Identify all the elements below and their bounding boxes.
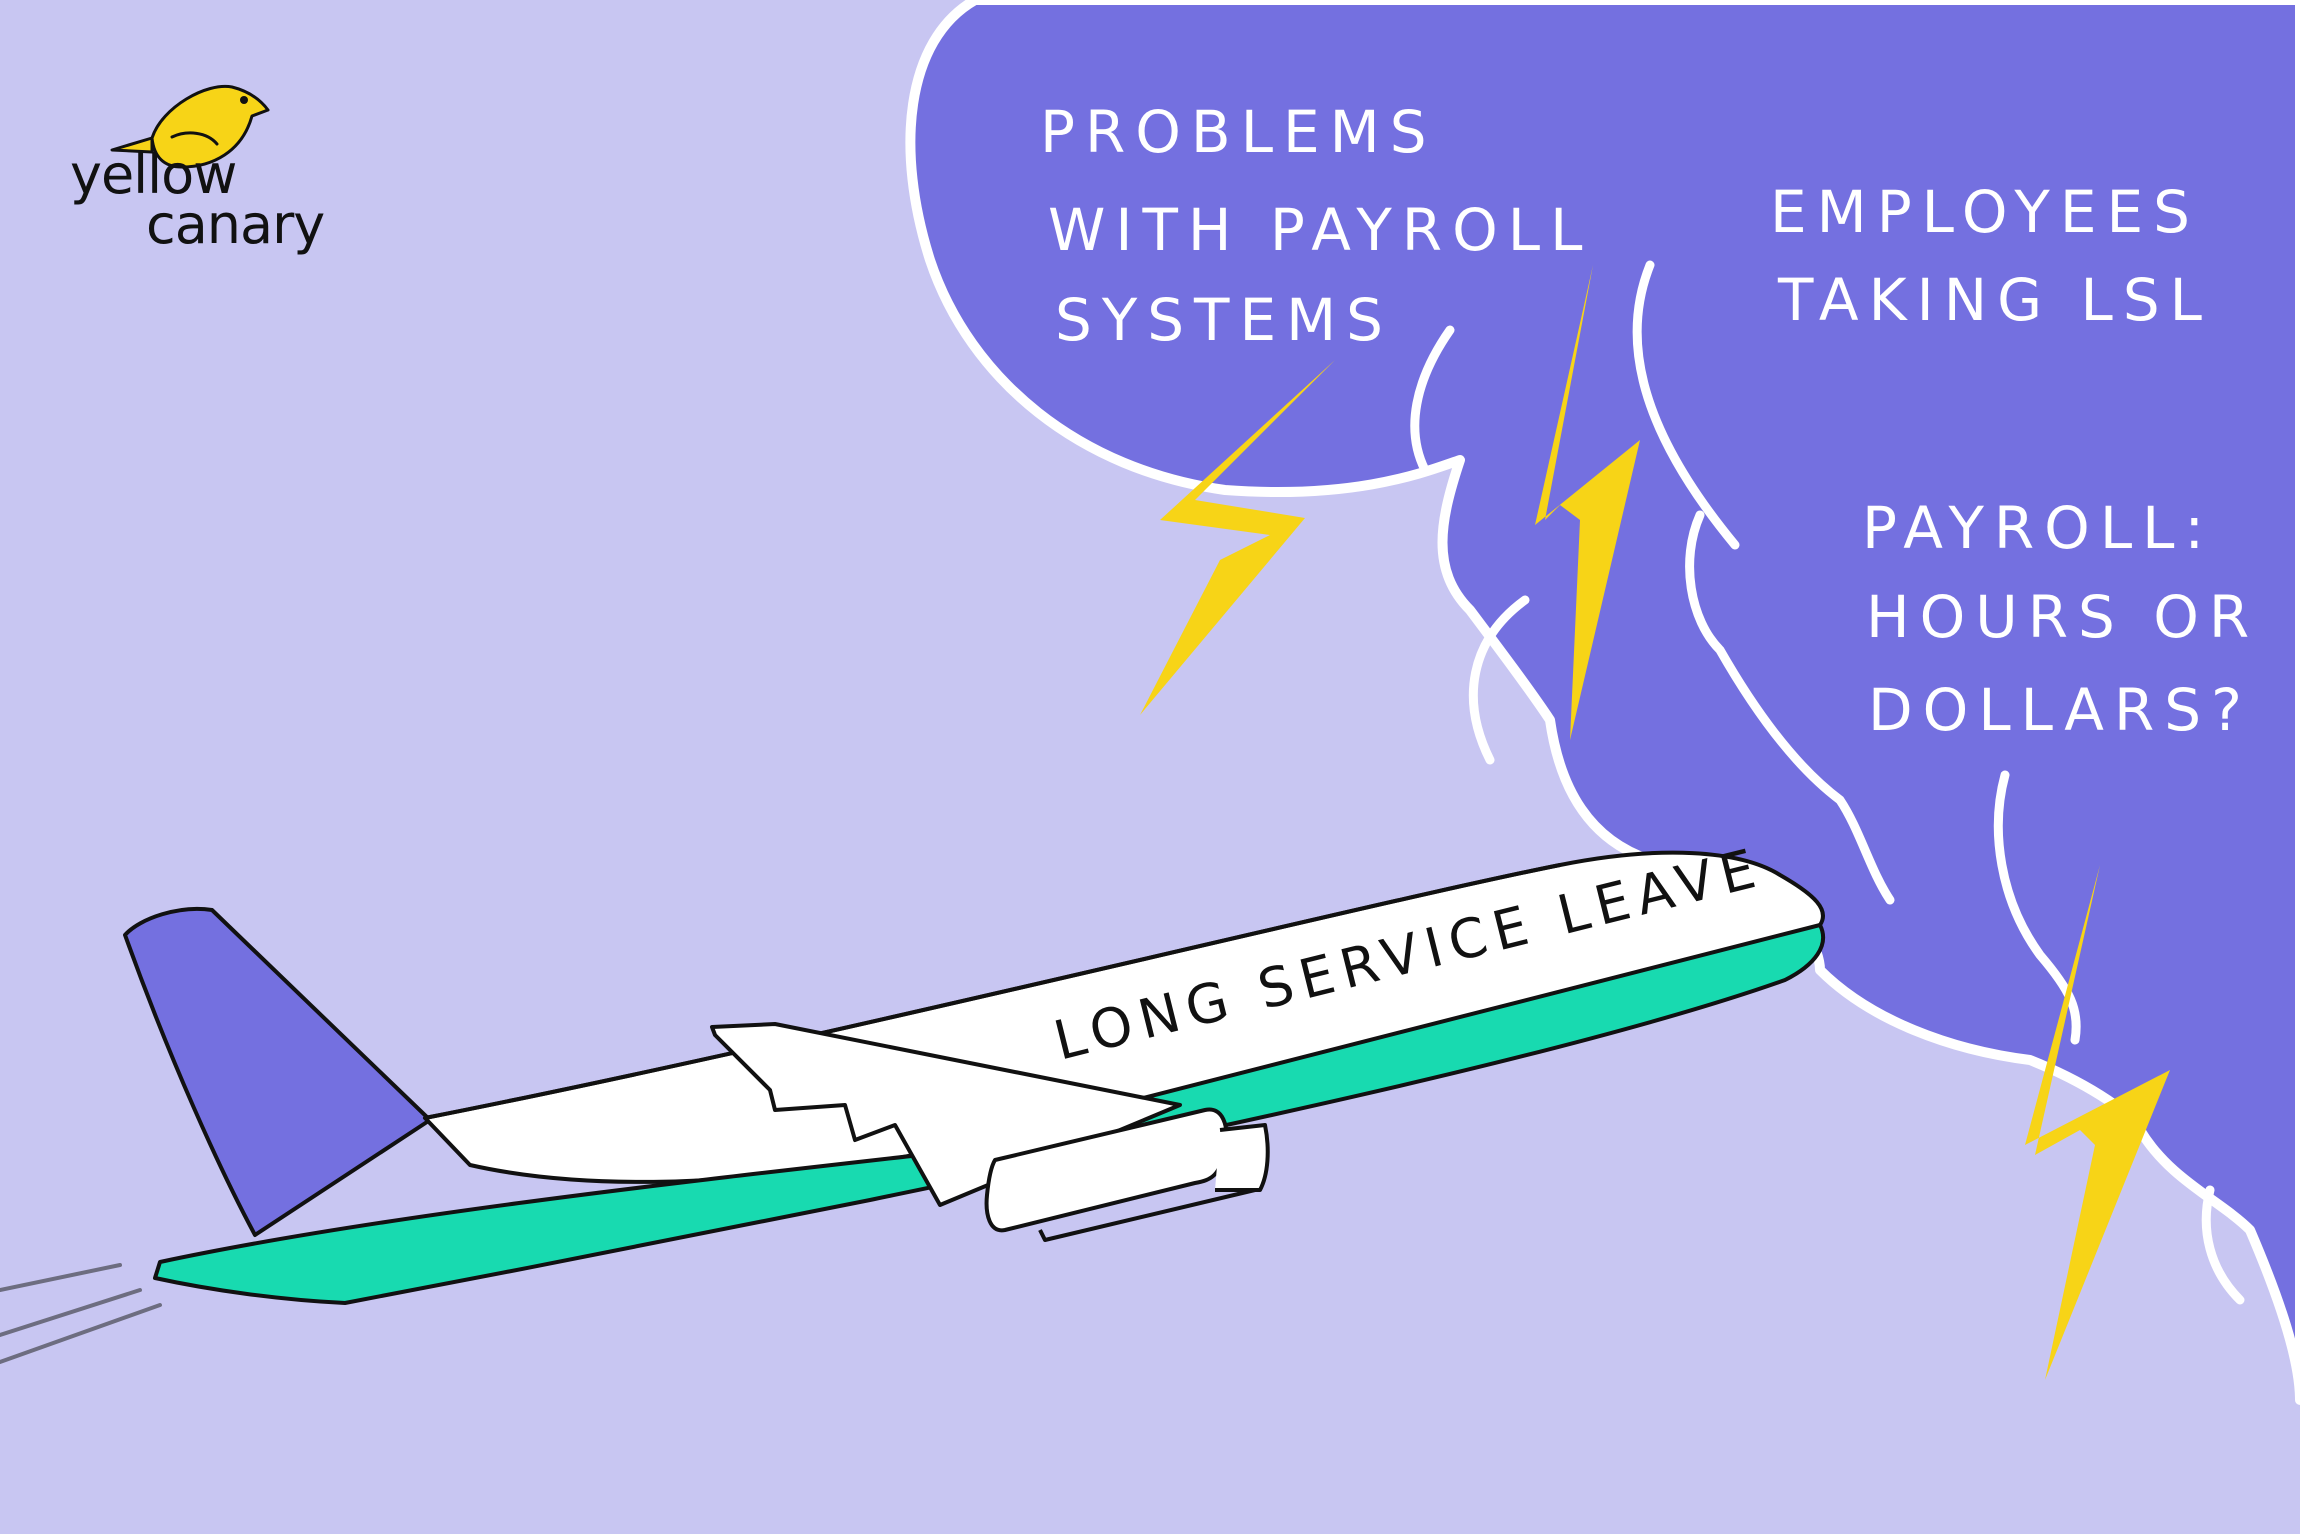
cloud-contour-4 [1993,770,2081,1045]
payroll-line-2: HOURS OR [1866,583,2259,651]
problems-line-2: WITH PAYROLL [1048,196,1592,264]
tail-fin [123,907,432,1237]
brand-line-2: canary [146,193,325,256]
lightning-bolt-icon [1140,360,1335,715]
cloud-text-payroll: PAYROLL: HOURS OR DOLLARS? [1862,494,2259,744]
canary-bird-icon [110,84,270,169]
problems-line-3: SYSTEMS [1055,286,1393,354]
cloud-text-problems: PROBLEMS WITH PAYROLL SYSTEMS [1040,98,1592,354]
fuselage-belly [153,923,1826,1305]
cloud-contour-1 [1410,325,1455,475]
cloud-contour-2 [1632,260,1740,550]
cloud-contour-3 [1685,510,1895,905]
lightning-group [1140,265,2170,1380]
payroll-line-3: DOLLARS? [1868,676,2252,744]
fuselage-top-line [424,863,1561,1120]
lightning-bolt-icon [1535,265,1640,740]
cloud-text-employees: EMPLOYEES TAKING LSL [1770,178,2212,334]
engine-rear [1215,1123,1270,1192]
engine [984,1107,1229,1233]
employees-line-2: TAKING LSL [1777,266,2212,334]
cloud-contour-6 [1468,595,1530,765]
engine-pylon [1038,1188,1256,1242]
airplane [123,850,1826,1305]
problems-line-1: PROBLEMS [1040,98,1437,166]
payroll-line-1: PAYROLL: [1862,494,2214,562]
wing [710,1022,1182,1207]
brand-line-1: yellow [70,143,237,206]
cloud-contour-5 [2201,1185,2245,1305]
employees-line-1: EMPLOYEES [1770,178,2200,246]
speed-lines [0,1263,162,1364]
brand-logo: yellow canary [66,68,366,268]
lightning-bolt-icon [2025,865,2170,1380]
